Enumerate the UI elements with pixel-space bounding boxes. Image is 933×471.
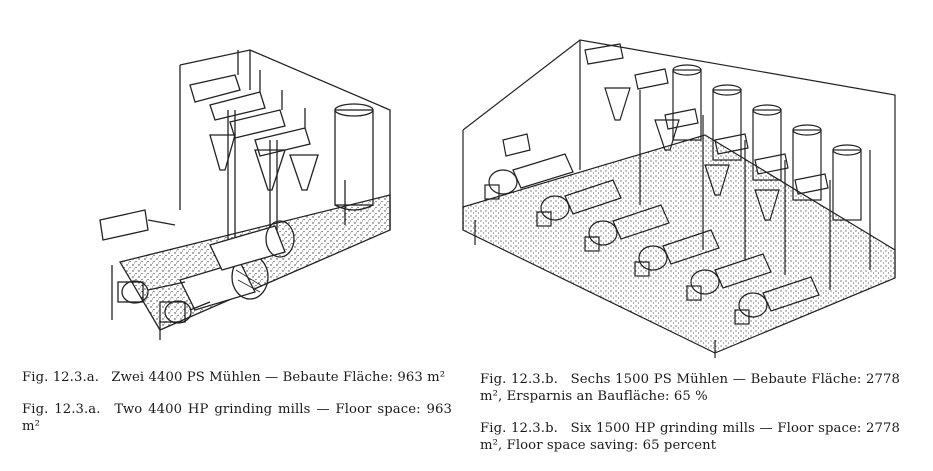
figure-a-drawing	[60, 30, 460, 350]
figure-b-drawing	[455, 20, 933, 360]
silo-icon	[712, 84, 742, 161]
silo-icon	[832, 144, 862, 221]
mill-icon	[738, 276, 820, 318]
silo-icon	[792, 124, 822, 201]
caption-b-english: Fig. 12.3.b. Six 1500 HP grinding mills …	[480, 420, 900, 454]
caption-text: Sechs 1500 PS Mühlen — Bebaute Fläche: 2…	[480, 372, 900, 404]
mill-icon	[638, 229, 720, 271]
caption-text: Zwei 4400 PS Mühlen — Bebaute Fläche: 96…	[111, 370, 446, 385]
mill-icon	[540, 179, 622, 221]
caption-text: Two 4400 HP grinding mills — Floor space…	[22, 402, 452, 434]
silo-icon	[672, 64, 702, 141]
caption-text: Six 1500 HP grinding mills — Floor space…	[480, 421, 900, 453]
caption-a-german: Fig. 12.3.a. Zwei 4400 PS Mühlen — Bebau…	[22, 369, 452, 386]
figure-number: Fig. 12.3.a.	[22, 402, 101, 417]
figure-number: Fig. 12.3.b.	[480, 421, 558, 436]
caption-b-german: Fig. 12.3.b. Sechs 1500 PS Mühlen — Beba…	[480, 371, 900, 405]
mill-icon	[488, 153, 574, 195]
motor-icon	[117, 280, 149, 304]
mill-icon	[209, 220, 295, 271]
figure-number: Fig. 12.3.a.	[22, 370, 100, 385]
silo-icon	[334, 103, 374, 211]
mill-icon	[690, 253, 772, 295]
caption-a-english: Fig. 12.3.a. Two 4400 HP grinding mills …	[22, 401, 452, 435]
mill-icon	[588, 204, 670, 246]
silo-icon	[752, 104, 782, 181]
figure-number: Fig. 12.3.b.	[480, 372, 558, 387]
motor-icon	[159, 300, 192, 324]
